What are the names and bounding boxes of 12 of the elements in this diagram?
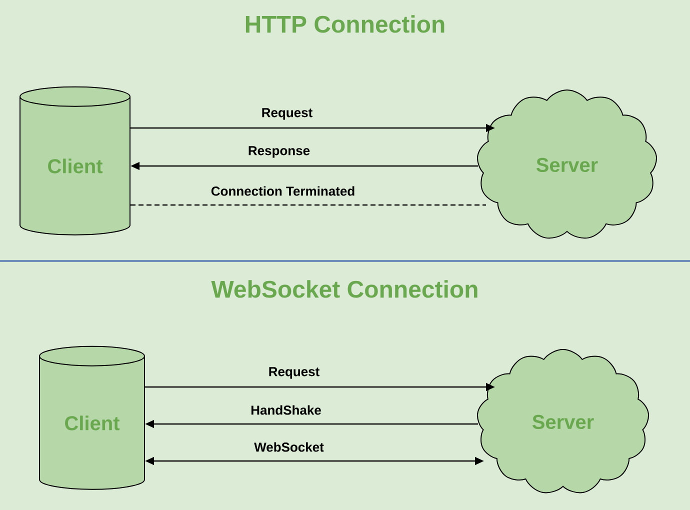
server-cloud: Server	[477, 349, 649, 494]
edge-label: WebSocket	[253, 441, 325, 453]
section-title: WebSocket Connection	[211, 280, 478, 298]
client-cylinder: Client	[20, 86, 130, 236]
edge-label: Connection Terminated	[210, 185, 356, 197]
server-cloud: Server	[477, 90, 657, 239]
client-cylinder: Client	[39, 346, 145, 490]
edge-label: Request	[267, 366, 321, 380]
section-title: HTTP Connection	[246, 15, 444, 33]
edge-label: Request	[260, 107, 314, 121]
edge-label: HandShake	[250, 404, 322, 416]
edge-label: Response	[246, 145, 312, 159]
